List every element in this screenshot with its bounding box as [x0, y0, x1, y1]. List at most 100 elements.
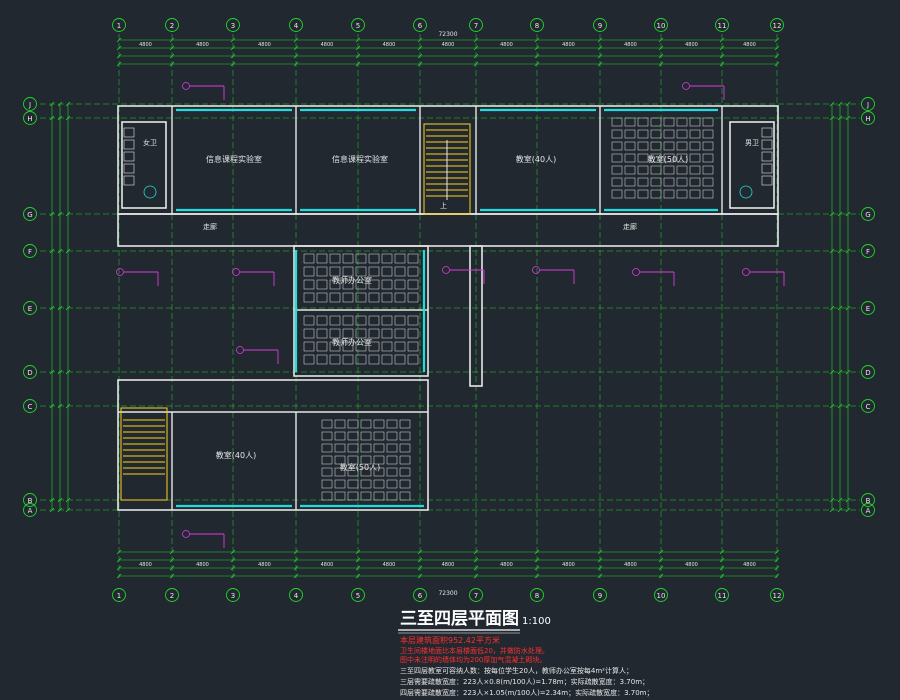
desk — [702, 153, 714, 163]
column-bubble — [530, 588, 544, 602]
drawing-scale: 1:100 — [522, 616, 551, 627]
column-bubble-label: 11 — [718, 22, 727, 30]
desk — [360, 443, 372, 453]
column-bubble-label: 12 — [773, 22, 782, 30]
desk — [360, 455, 372, 465]
dimension-tick — [355, 573, 361, 579]
row-bubble-label: F — [28, 248, 32, 256]
desk — [399, 431, 411, 441]
toilet-stall — [123, 127, 135, 138]
dimension-tick — [293, 37, 299, 43]
row-bubble — [861, 301, 875, 315]
dimension-tick — [65, 403, 71, 409]
column-bubble-label: 5 — [356, 22, 360, 30]
desk — [637, 177, 649, 187]
dimension-tick — [417, 37, 423, 43]
tag-bubble — [116, 268, 124, 276]
desk — [303, 279, 315, 290]
column-bubble — [413, 18, 427, 32]
dimension-value-top: 4800 — [685, 42, 698, 48]
desk — [702, 189, 714, 199]
row-bubble-label: A — [28, 507, 33, 515]
toilet-stall — [761, 175, 773, 186]
desk — [360, 479, 372, 489]
dimension-tick — [597, 549, 603, 555]
corridor-label-left: 走廊 — [203, 222, 217, 231]
desk — [394, 279, 406, 290]
desk — [407, 292, 419, 303]
desk — [399, 419, 411, 429]
dimension-tick — [534, 557, 540, 563]
row-bubble-label: J — [866, 101, 869, 109]
desk — [624, 117, 636, 127]
dimension-tick — [719, 37, 725, 43]
column-bubble — [715, 588, 729, 602]
desk — [689, 165, 701, 175]
desk — [355, 328, 367, 339]
dimension-tick — [837, 507, 843, 513]
row-bubble — [23, 207, 37, 221]
desk — [368, 315, 380, 326]
dimension-value-top: 4800 — [442, 42, 455, 48]
dimension-tick — [169, 61, 175, 67]
desk — [624, 165, 636, 175]
column-bubble — [593, 18, 607, 32]
desk — [321, 455, 333, 465]
column-bubble-label: 1 — [117, 22, 121, 30]
callout-tags — [116, 82, 785, 548]
dimension-tick — [658, 573, 664, 579]
desk — [303, 292, 315, 303]
dimension-tick — [116, 557, 122, 563]
dimension-tick — [169, 557, 175, 563]
dimension-tick — [57, 305, 63, 311]
desk — [373, 455, 385, 465]
column-bubble — [770, 18, 784, 32]
row-bubble — [861, 111, 875, 125]
desk — [676, 117, 688, 127]
dimension-tick — [230, 53, 236, 59]
desk — [381, 328, 393, 339]
row-bubble-label: E — [28, 305, 32, 313]
desk — [342, 253, 354, 264]
desk — [676, 141, 688, 151]
dimension-tick — [57, 115, 63, 121]
desk — [624, 129, 636, 139]
desk — [368, 328, 380, 339]
desk — [329, 253, 341, 264]
dimension-value-bottom: 4800 — [500, 562, 513, 568]
desk — [316, 253, 328, 264]
desk — [611, 129, 623, 139]
note-evac-fourth-floor: 四层需要疏散宽度：223人×1.05(m/100人)=2.34m；实际疏散宽度：… — [400, 688, 654, 697]
desk — [386, 443, 398, 453]
row-bubble — [23, 503, 37, 517]
dimension-value-bottom: 4800 — [196, 562, 209, 568]
dimension-value-top: 4800 — [500, 42, 513, 48]
desk — [347, 491, 359, 501]
column-bubble — [165, 588, 179, 602]
dimension-tick — [658, 557, 664, 563]
desk — [611, 165, 623, 175]
desk — [394, 354, 406, 365]
desk — [637, 141, 649, 151]
dimension-tick — [49, 369, 55, 375]
row-bubble — [23, 365, 37, 379]
dimension-value-bottom: 4800 — [442, 562, 455, 568]
dimension-tick — [57, 507, 63, 513]
desk — [355, 354, 367, 365]
column-bubble — [289, 18, 303, 32]
dimension-tick — [534, 61, 540, 67]
desk — [355, 292, 367, 303]
column-bubble-label: 4 — [294, 22, 299, 30]
dimension-tick — [473, 53, 479, 59]
row-bubble — [861, 97, 875, 111]
desk — [394, 315, 406, 326]
row-bubble — [23, 399, 37, 413]
dimension-tick — [658, 61, 664, 67]
dimension-tick — [355, 45, 361, 51]
note-red-wall: 图中未注明的墙体均为200厚加气混凝土砌块。 — [400, 655, 546, 664]
desk — [355, 266, 367, 277]
column-bubble-label: 12 — [773, 592, 782, 600]
desk — [676, 129, 688, 139]
dimension-tick — [65, 248, 71, 254]
